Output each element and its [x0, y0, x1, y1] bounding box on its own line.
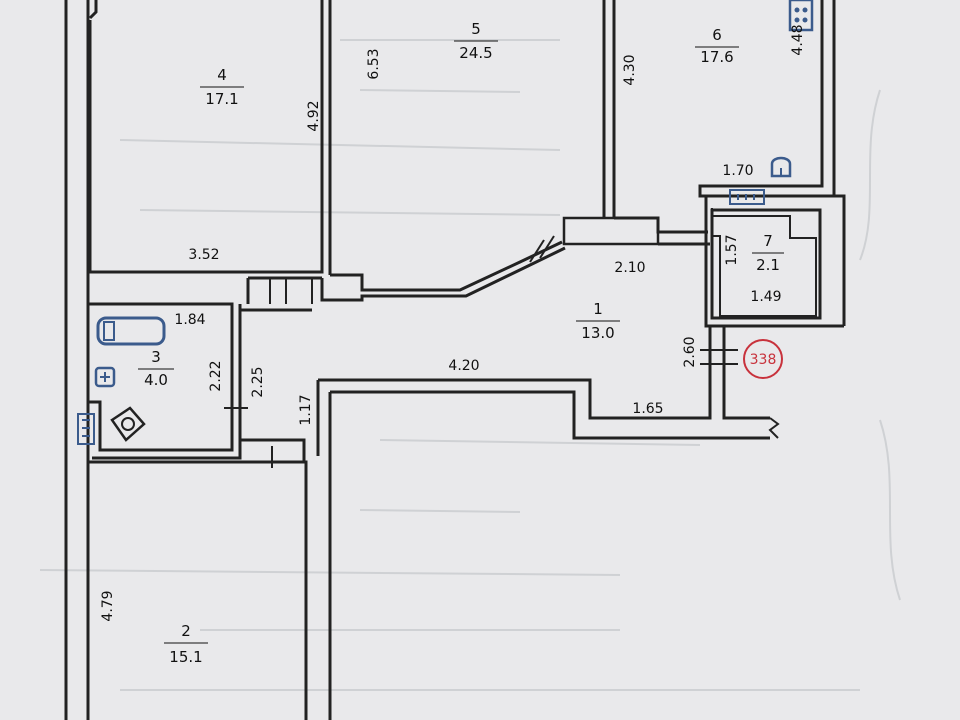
room-1-walls [318, 326, 780, 440]
dim-4-48: 4.48 [790, 24, 806, 55]
room-6-number: 6 [712, 26, 722, 44]
room-1-area: 13.0 [581, 324, 614, 342]
room-2-area: 15.1 [169, 648, 202, 666]
dim-1-70: 1.70 [722, 163, 753, 179]
room-7-area: 2.1 [756, 256, 780, 274]
dim-2-25: 2.25 [250, 366, 266, 397]
radiator-icon [77, 413, 95, 445]
dim-1-57: 1.57 [724, 234, 740, 265]
room-5-area: 24.5 [459, 44, 492, 62]
room-3-number: 3 [151, 348, 161, 366]
room-4-number: 4 [217, 66, 227, 84]
dim-2-60: 2.60 [682, 336, 698, 367]
kitchen-sink-icon [770, 156, 792, 178]
dim-4-79: 4.79 [100, 590, 116, 621]
dim-1-17: 1.17 [298, 394, 314, 425]
room-4-walls [88, 0, 332, 275]
stamp: 338 [743, 339, 783, 379]
bathtub-icon [96, 316, 166, 346]
room-2-walls [88, 446, 308, 720]
room-3-walls [88, 276, 332, 720]
dim-4-30: 4.30 [622, 54, 638, 85]
room-5-number: 5 [471, 20, 481, 38]
dimension-labels: 4.92 3.52 6.53 4.30 4.48 1.70 1.57 1.49 … [100, 24, 806, 621]
stove-icon [788, 0, 814, 32]
room-3-area: 4.0 [144, 371, 168, 389]
stamp-number: 338 [750, 352, 777, 368]
dim-6-53: 6.53 [366, 48, 382, 79]
door-room-5 [529, 235, 555, 263]
sink-icon [94, 366, 116, 388]
room-6-walls [614, 0, 846, 326]
room-5-walls [320, 0, 616, 302]
room-7-number: 7 [763, 232, 773, 250]
room-6-area: 17.6 [700, 48, 733, 66]
room-2-number: 2 [181, 622, 191, 640]
toilet-icon [110, 406, 146, 442]
room-labels: 4 17.1 5 24.5 6 17.6 7 2.1 1 13.0 3 4.0 … [138, 20, 784, 666]
dim-1-84: 1.84 [174, 312, 205, 328]
background-bleed [39, 39, 901, 691]
room-7-walls [704, 196, 844, 328]
dim-4-92: 4.92 [306, 100, 322, 131]
dim-1-65: 1.65 [632, 401, 663, 417]
dim-4-20: 4.20 [448, 358, 479, 374]
kitchen-radiator-icon [729, 189, 765, 205]
dim-1-49: 1.49 [750, 289, 781, 305]
dim-3-52: 3.52 [188, 247, 219, 263]
outer-walls [64, 0, 90, 720]
vent-block [562, 216, 660, 246]
dim-2-10: 2.10 [614, 260, 645, 276]
dim-2-22: 2.22 [208, 360, 224, 391]
room-1-number: 1 [593, 300, 603, 318]
room-4-area: 17.1 [205, 90, 238, 108]
